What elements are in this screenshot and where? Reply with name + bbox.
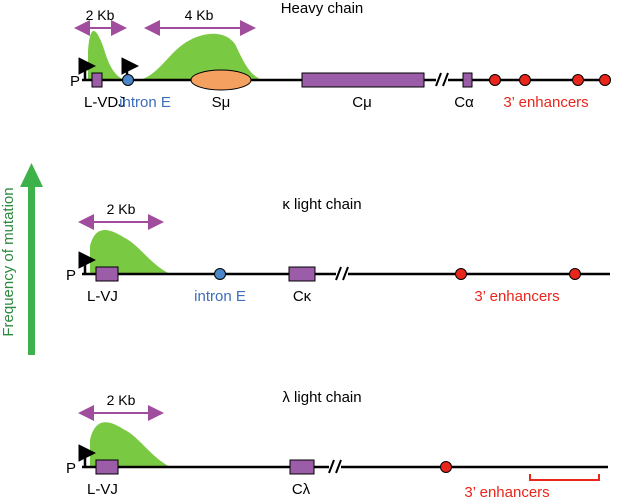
heavy-vdj-exon bbox=[91, 72, 103, 88]
kappa-mutation-curve bbox=[90, 230, 170, 274]
heavy-promoter-arrow bbox=[78, 57, 96, 80]
kappa-chain: κ light chain 2 Kb P L-VJ intron E Cκ 3’… bbox=[66, 196, 610, 305]
kappa-enhancer-dot bbox=[455, 268, 467, 280]
heavy-vdj-label: L-VDJ bbox=[84, 94, 126, 111]
kappa-vj-exon bbox=[95, 266, 119, 282]
heavy-intron-label: intron E bbox=[119, 94, 171, 111]
lambda-break-mark bbox=[328, 459, 335, 474]
lambda-vj-exon bbox=[95, 459, 119, 475]
lambda-title: λ light chain bbox=[282, 389, 361, 406]
kappa-break-mark bbox=[335, 266, 342, 281]
heavy-mutation-curve-2 bbox=[140, 33, 262, 80]
lambda-c-label: Cλ bbox=[292, 481, 311, 498]
heavy-calpha-label: Cα bbox=[454, 94, 474, 111]
lambda-promoter-arrow bbox=[78, 444, 96, 467]
kappa-intron-label: intron E bbox=[194, 288, 246, 305]
heavy-chain: Heavy chain 2 Kb 4 Kb P L-VDJ intron E S… bbox=[70, 0, 611, 111]
heavy-title: Heavy chain bbox=[281, 0, 364, 17]
heavy-intron-enhancer bbox=[122, 74, 134, 86]
heavy-s-label: Sμ bbox=[212, 94, 231, 111]
lambda-chain: λ light chain 2 Kb P L-VJ Cλ 3’ enhancer… bbox=[66, 389, 608, 499]
mutation-frequency-arrow bbox=[20, 163, 43, 355]
heavy-span-4kb-label: 4 Kb bbox=[185, 7, 214, 23]
kappa-title: κ light chain bbox=[282, 196, 361, 213]
kappa-enhancers-label: 3’ enhancers bbox=[474, 288, 559, 305]
kappa-intron-enhancer bbox=[214, 268, 226, 280]
heavy-p-label: P bbox=[70, 73, 80, 90]
lambda-c-exon bbox=[289, 459, 315, 475]
lambda-enhancer-dot bbox=[440, 461, 452, 473]
heavy-enhancer-dot bbox=[489, 74, 501, 86]
heavy-mutation-curve-1 bbox=[88, 30, 124, 80]
heavy-cmu-exon bbox=[301, 72, 425, 88]
heavy-enhancer-dot bbox=[572, 74, 584, 86]
kappa-vj-label: L-VJ bbox=[87, 288, 118, 305]
heavy-enhancer-dot bbox=[599, 74, 611, 86]
heavy-cmu-label: Cμ bbox=[352, 94, 371, 111]
heavy-calpha-exon bbox=[462, 72, 473, 88]
heavy-s-region bbox=[190, 69, 252, 91]
lambda-p-label: P bbox=[66, 460, 76, 477]
kappa-c-exon bbox=[288, 266, 316, 282]
heavy-enhancer-dot bbox=[519, 74, 531, 86]
lambda-enhancers-label: 3’ enhancers bbox=[464, 484, 549, 499]
lambda-enhancer-bracket bbox=[529, 474, 600, 481]
lambda-vj-label: L-VJ bbox=[87, 481, 118, 498]
kappa-p-label: P bbox=[66, 267, 76, 284]
lambda-span-2kb-label: 2 Kb bbox=[107, 392, 136, 408]
kappa-promoter-arrow bbox=[78, 251, 96, 274]
heavy-break-mark bbox=[435, 72, 442, 87]
lambda-mutation-curve bbox=[90, 422, 170, 467]
kappa-span-2kb-label: 2 Kb bbox=[107, 201, 136, 217]
side-label: Frequency of mutation bbox=[0, 187, 17, 336]
heavy-span-2kb-label: 2 Kb bbox=[86, 7, 115, 23]
heavy-enhancers-label: 3’ enhancers bbox=[503, 94, 588, 111]
kappa-c-label: Cκ bbox=[293, 288, 312, 305]
kappa-enhancer-dot bbox=[569, 268, 581, 280]
